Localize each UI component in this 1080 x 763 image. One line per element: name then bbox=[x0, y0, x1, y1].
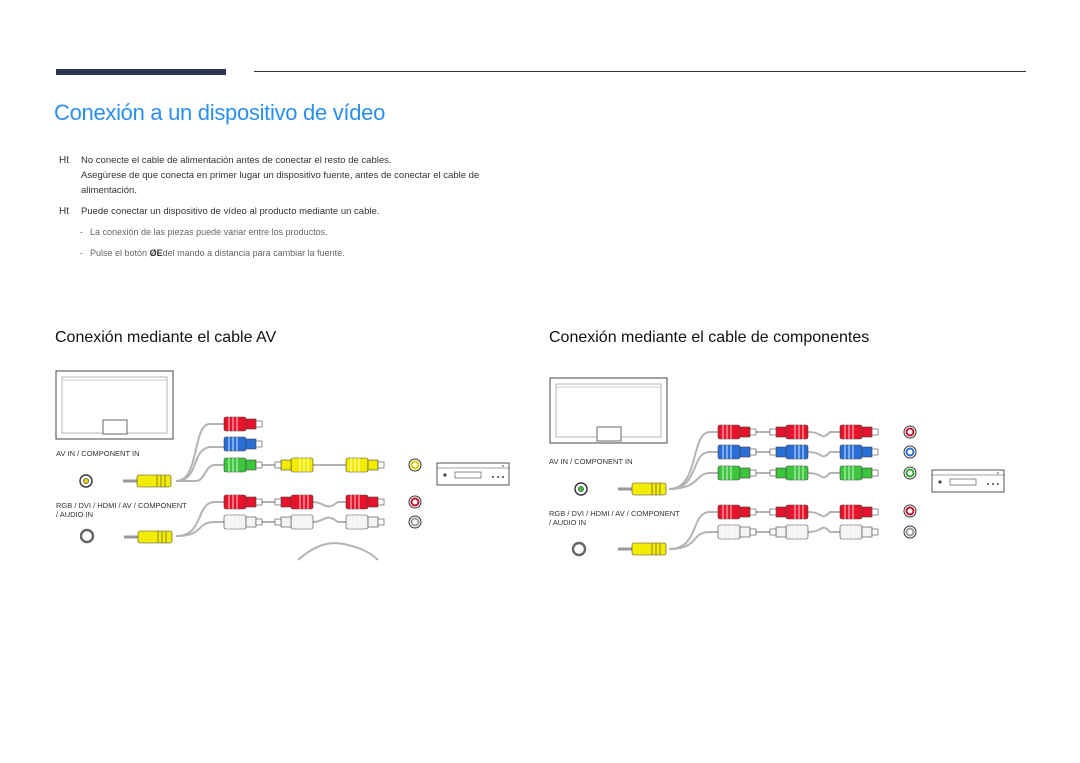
sub-note-text: Pulse el botón bbox=[90, 248, 148, 258]
rca-plug-red-icon bbox=[223, 416, 263, 432]
note-item: Ht No conecte el cable de alimentación a… bbox=[56, 153, 526, 198]
mini-plug-icon bbox=[123, 530, 173, 544]
audio-in-label-line: / AUDIO IN bbox=[56, 510, 94, 519]
rca-plug-white-icon bbox=[839, 524, 879, 540]
rca-plug-blue-icon bbox=[839, 444, 879, 460]
note-icon: Ht bbox=[59, 206, 69, 217]
rca-plug-white-icon bbox=[223, 514, 263, 530]
rca-plug-yellow-icon bbox=[274, 457, 314, 473]
sub-note-item: - Pulse el botón ØEdel mando a distancia… bbox=[80, 247, 345, 259]
section-title-av: Conexión mediante el cable AV bbox=[55, 329, 277, 346]
audio-in-label: RGB / DVI / HDMI / AV / COMPONENT / AUDI… bbox=[549, 509, 680, 527]
video-device-icon bbox=[931, 469, 1005, 493]
rca-plug-red-icon bbox=[223, 494, 263, 510]
note-text: Puede conectar un dispositivo de vídeo a… bbox=[81, 206, 380, 217]
product-back-icon bbox=[55, 370, 174, 440]
rca-plug-white-icon bbox=[274, 514, 314, 530]
av-diagram bbox=[55, 370, 510, 561]
rca-plug-red-icon bbox=[769, 424, 809, 440]
notes-list: Ht No conecte el cable de alimentación a… bbox=[56, 153, 526, 219]
rca-plug-green-icon bbox=[717, 465, 757, 481]
audio-in-label-line: / AUDIO IN bbox=[549, 518, 587, 527]
rca-plug-green-icon bbox=[223, 457, 263, 473]
note-text: No conecte el cable de alimentación ante… bbox=[81, 155, 392, 166]
page-title: Conexión a un dispositivo de vídeo bbox=[54, 100, 386, 125]
rca-plug-white-icon bbox=[717, 524, 757, 540]
mini-plug-icon bbox=[617, 542, 667, 556]
header-accent-bar bbox=[56, 69, 226, 75]
audio-jack-white-icon bbox=[408, 515, 422, 529]
video-jack-yellow-icon bbox=[408, 458, 422, 472]
rca-plug-yellow-icon bbox=[345, 457, 385, 473]
rca-plug-red-icon bbox=[717, 504, 757, 520]
section-title-component: Conexión mediante el cable de componente… bbox=[549, 329, 870, 346]
audio-in-jack[interactable] bbox=[571, 541, 587, 557]
component-jack-red-icon bbox=[903, 425, 917, 439]
sub-note-item: - La conexión de las piezas puede variar… bbox=[80, 226, 345, 238]
rca-plug-blue-icon bbox=[223, 436, 263, 452]
audio-in-label: RGB / DVI / HDMI / AV / COMPONENT / AUDI… bbox=[56, 501, 187, 519]
product-back-icon bbox=[549, 377, 668, 444]
audio-in-label-line: RGB / DVI / HDMI / AV / COMPONENT bbox=[56, 501, 187, 510]
source-button-icon: ØE bbox=[149, 248, 163, 258]
rca-plug-green-icon bbox=[769, 465, 809, 481]
note-text: Asegúrese de que conecta en primer lugar… bbox=[81, 170, 480, 196]
audio-in-jack[interactable] bbox=[79, 528, 95, 544]
audio-jack-red-icon bbox=[408, 495, 422, 509]
rca-plug-red-icon bbox=[345, 494, 385, 510]
note-icon: Ht bbox=[59, 155, 69, 166]
sub-notes-list: - La conexión de las piezas puede variar… bbox=[80, 226, 345, 268]
component-jack-blue-icon bbox=[903, 445, 917, 459]
sub-note-text: La conexión de las piezas puede variar e… bbox=[90, 227, 328, 237]
av-in-label: AV IN / COMPONENT IN bbox=[56, 449, 140, 458]
mini-plug-icon bbox=[617, 482, 667, 496]
rca-plug-blue-icon bbox=[717, 444, 757, 460]
rca-plug-red-icon bbox=[717, 424, 757, 440]
audio-jack-red-icon bbox=[903, 504, 917, 518]
mini-plug-icon bbox=[122, 474, 172, 488]
sub-note-text: del mando a distancia para cambiar la fu… bbox=[162, 248, 345, 258]
component-jack-green-icon bbox=[903, 466, 917, 480]
audio-jack-white-icon bbox=[903, 525, 917, 539]
header-rule bbox=[254, 71, 1026, 72]
rca-plug-red-icon bbox=[839, 424, 879, 440]
rca-plug-white-icon bbox=[769, 524, 809, 540]
video-device-icon bbox=[436, 462, 510, 486]
component-diagram bbox=[549, 377, 1005, 557]
note-item: Ht Puede conectar un dispositivo de víde… bbox=[56, 204, 526, 219]
rca-plug-green-icon bbox=[839, 465, 879, 481]
av-in-label: AV IN / COMPONENT IN bbox=[549, 457, 633, 466]
rca-plug-red-icon bbox=[839, 504, 879, 520]
rca-plug-red-icon bbox=[769, 504, 809, 520]
audio-in-label-line: RGB / DVI / HDMI / AV / COMPONENT bbox=[549, 509, 680, 518]
dash-bullet: - bbox=[80, 227, 83, 237]
rca-plug-red-icon bbox=[274, 494, 314, 510]
rca-plug-white-icon bbox=[345, 514, 385, 530]
dash-bullet: - bbox=[80, 248, 83, 258]
rca-plug-blue-icon bbox=[769, 444, 809, 460]
